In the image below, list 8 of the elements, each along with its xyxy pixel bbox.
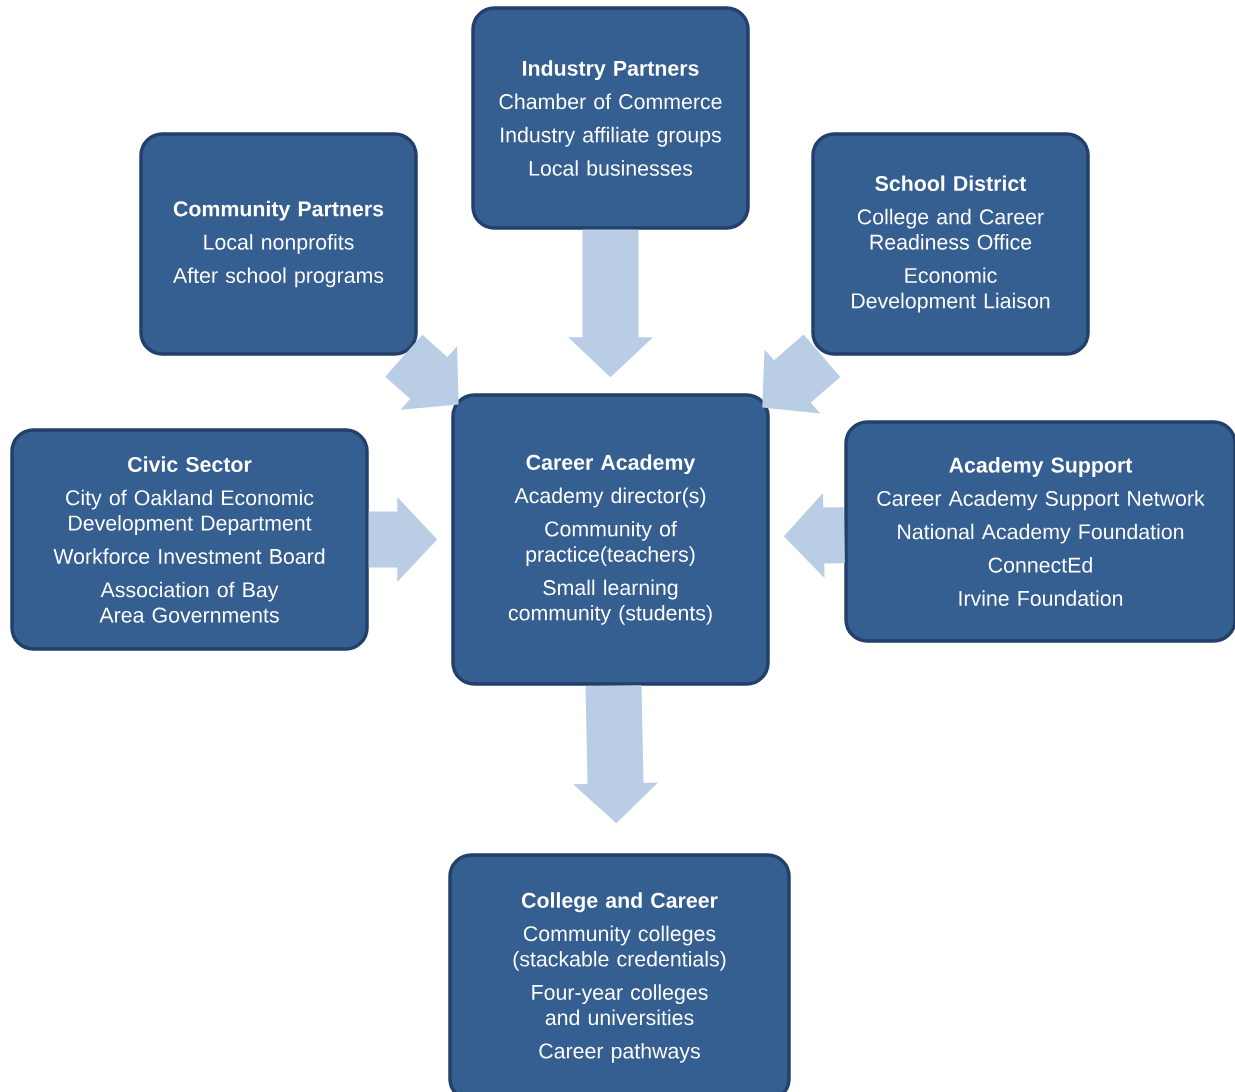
group-box: College and Career Community colleges (stackable credentials) Four-year colleges and universities Career pathways [448,853,791,1092]
group-box: Industry Partners Chamber of Commerce Industry affiliate groups Local businesses [471,6,750,230]
group-box: Civic Sector City of Oakland Economic Development Department Workforce Investment Board Association of Bay Area Governments [10,428,369,651]
group-box: Academy Support Career Academy Support Network National Academy Foundation ConnectEd Irvine Foundation [844,420,1235,643]
group-box: School District College and Career Readiness Office Economic Development Liaison [811,132,1090,356]
block-arrow [762,334,841,414]
group-box: Community Partners Local nonprofits After school programs [139,132,418,356]
group-box: Career Academy Academy director(s) Community of practice(teachers) Small learning community (students) [451,393,770,686]
